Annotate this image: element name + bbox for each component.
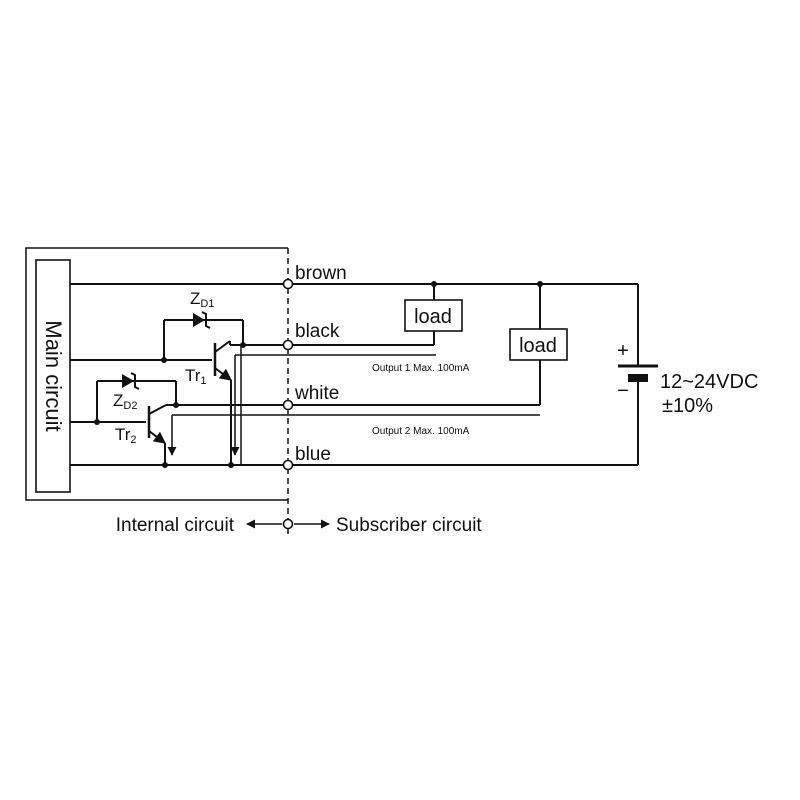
- junction-zd2-collector: [173, 402, 179, 408]
- load1-label: load: [414, 306, 452, 328]
- tr1-emitter: [214, 367, 232, 381]
- label-black: black: [295, 321, 340, 342]
- tr1-label: Tr1: [185, 366, 207, 387]
- zd1-label: ZD1: [190, 289, 214, 310]
- terminal-blue: [282, 459, 294, 471]
- junction-blue-tr1: [228, 462, 234, 468]
- supply-tolerance: ±10%: [662, 395, 713, 417]
- zd2-cathode: [130, 372, 140, 390]
- junction-zd2-base: [94, 419, 100, 425]
- junction-zd1-base: [161, 357, 167, 363]
- main-circuit-block: [35, 259, 71, 493]
- tr2-label: Tr2: [115, 425, 137, 446]
- internal-circuit-label: Internal circuit: [116, 515, 235, 536]
- label-white: white: [294, 383, 339, 404]
- zd1-diode: [193, 313, 205, 327]
- terminal-white: [282, 399, 294, 411]
- junction-blue-tr2: [162, 462, 168, 468]
- main-circuit-label: Main circuit: [41, 320, 66, 431]
- junction-brown-load1: [431, 281, 437, 287]
- output2-label: Output 2 Max. 100mA: [372, 426, 470, 437]
- tr1-collector: [214, 340, 231, 353]
- supply-minus: −: [617, 380, 629, 402]
- supply-voltage: 12~24VDC: [660, 371, 758, 393]
- terminal-brown: [282, 278, 294, 290]
- junction-brown-load2: [537, 281, 543, 287]
- zd2-label: ZD2: [113, 391, 137, 412]
- subscriber-circuit-label: Subscriber circuit: [336, 515, 482, 536]
- label-brown: brown: [295, 263, 347, 284]
- load2-box: [509, 328, 568, 361]
- terminal-black: [282, 339, 294, 351]
- junction-zd1-collector: [240, 342, 246, 348]
- battery-short-plate: [628, 374, 648, 382]
- tr2-emitter: [148, 430, 166, 444]
- supply-plus: +: [617, 340, 629, 362]
- terminal-divider-node: [282, 518, 294, 530]
- output1-label: Output 1 Max. 100mA: [372, 363, 470, 374]
- load2-label: load: [519, 335, 557, 357]
- zd2-diode: [122, 374, 134, 388]
- zd1-cathode: [201, 311, 211, 329]
- tr2-collector: [148, 404, 167, 415]
- label-blue: blue: [295, 444, 331, 465]
- internal-enclosure: [25, 247, 288, 501]
